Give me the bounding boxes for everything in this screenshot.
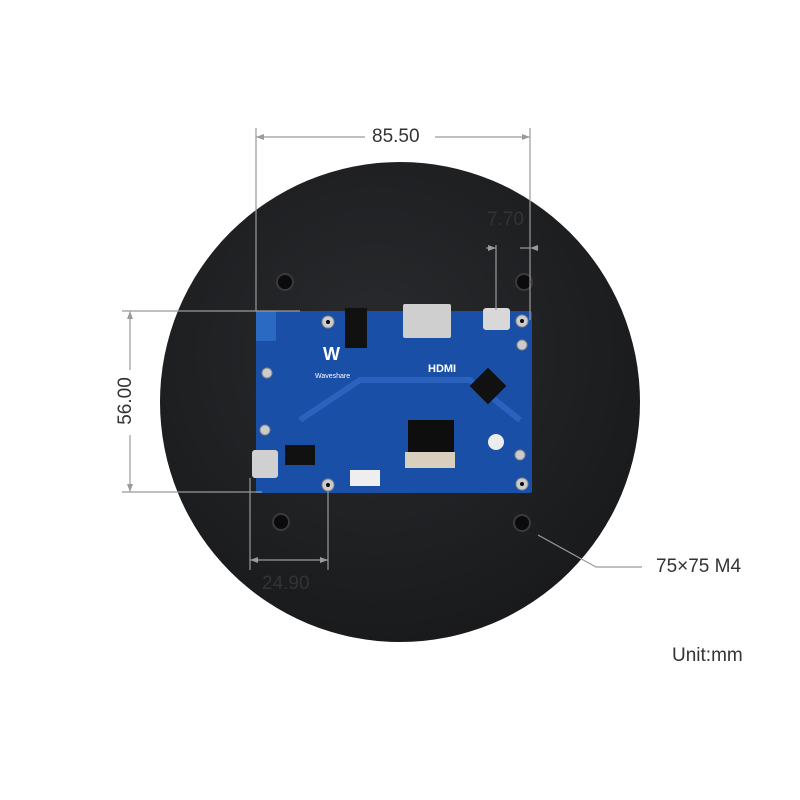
dimension-arrows xyxy=(127,134,538,563)
hole-offset-dimension-label: 24.90 xyxy=(262,573,310,594)
driver-board: HDMI W Waveshare xyxy=(252,304,532,493)
width-dimension-label: 85.50 xyxy=(372,126,420,147)
dimension-lines xyxy=(122,128,642,570)
unit-label: Unit:mm xyxy=(672,645,743,666)
svg-text:Waveshare: Waveshare xyxy=(315,373,350,380)
hdmi-port xyxy=(403,304,451,338)
height-dimension-label: 56.00 xyxy=(114,377,136,425)
svg-text:HDMI: HDMI xyxy=(428,363,456,375)
ffc-cable xyxy=(408,420,454,456)
vesa-mount-holes xyxy=(272,273,533,532)
mount-spec-label: 75×75 M4 xyxy=(656,556,742,577)
audio-jack xyxy=(345,308,367,348)
svg-text:W: W xyxy=(323,344,340,364)
usb-c-port xyxy=(483,308,510,330)
port-offset-dimension-label: 7.70 xyxy=(487,209,524,230)
usb-c-power-port xyxy=(252,450,278,478)
